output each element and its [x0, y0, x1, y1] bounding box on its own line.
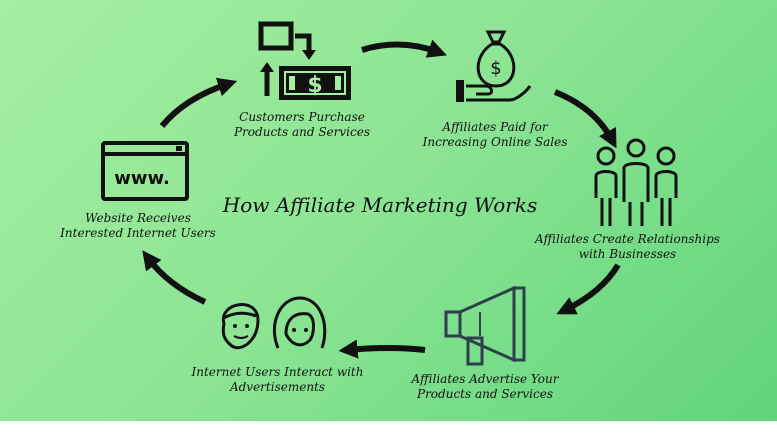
website-browser-icon: www. [101, 141, 189, 201]
diagram-title: How Affiliate Marketing Works [222, 193, 538, 217]
bag-dollar: $ [490, 58, 501, 79]
group-people-icon [594, 138, 678, 226]
arrow-users-to-website [142, 250, 207, 305]
www-text: www. [114, 168, 170, 189]
dollar-sign: $ [307, 73, 322, 98]
arrow-advertise-to-users [338, 339, 426, 359]
arrow-relationships-to-advertise [556, 263, 621, 315]
bottom-border [0, 421, 777, 433]
arrow-purchase-to-paid [361, 39, 448, 58]
megaphone-icon [444, 285, 526, 366]
purchase-exchange-icon: $ [258, 21, 351, 100]
money-bag-hand-icon: $ [456, 30, 532, 102]
arrow-website-to-purchase [159, 77, 238, 128]
arrow-paid-to-relationships [553, 89, 617, 149]
users-faces-icon [221, 296, 327, 350]
